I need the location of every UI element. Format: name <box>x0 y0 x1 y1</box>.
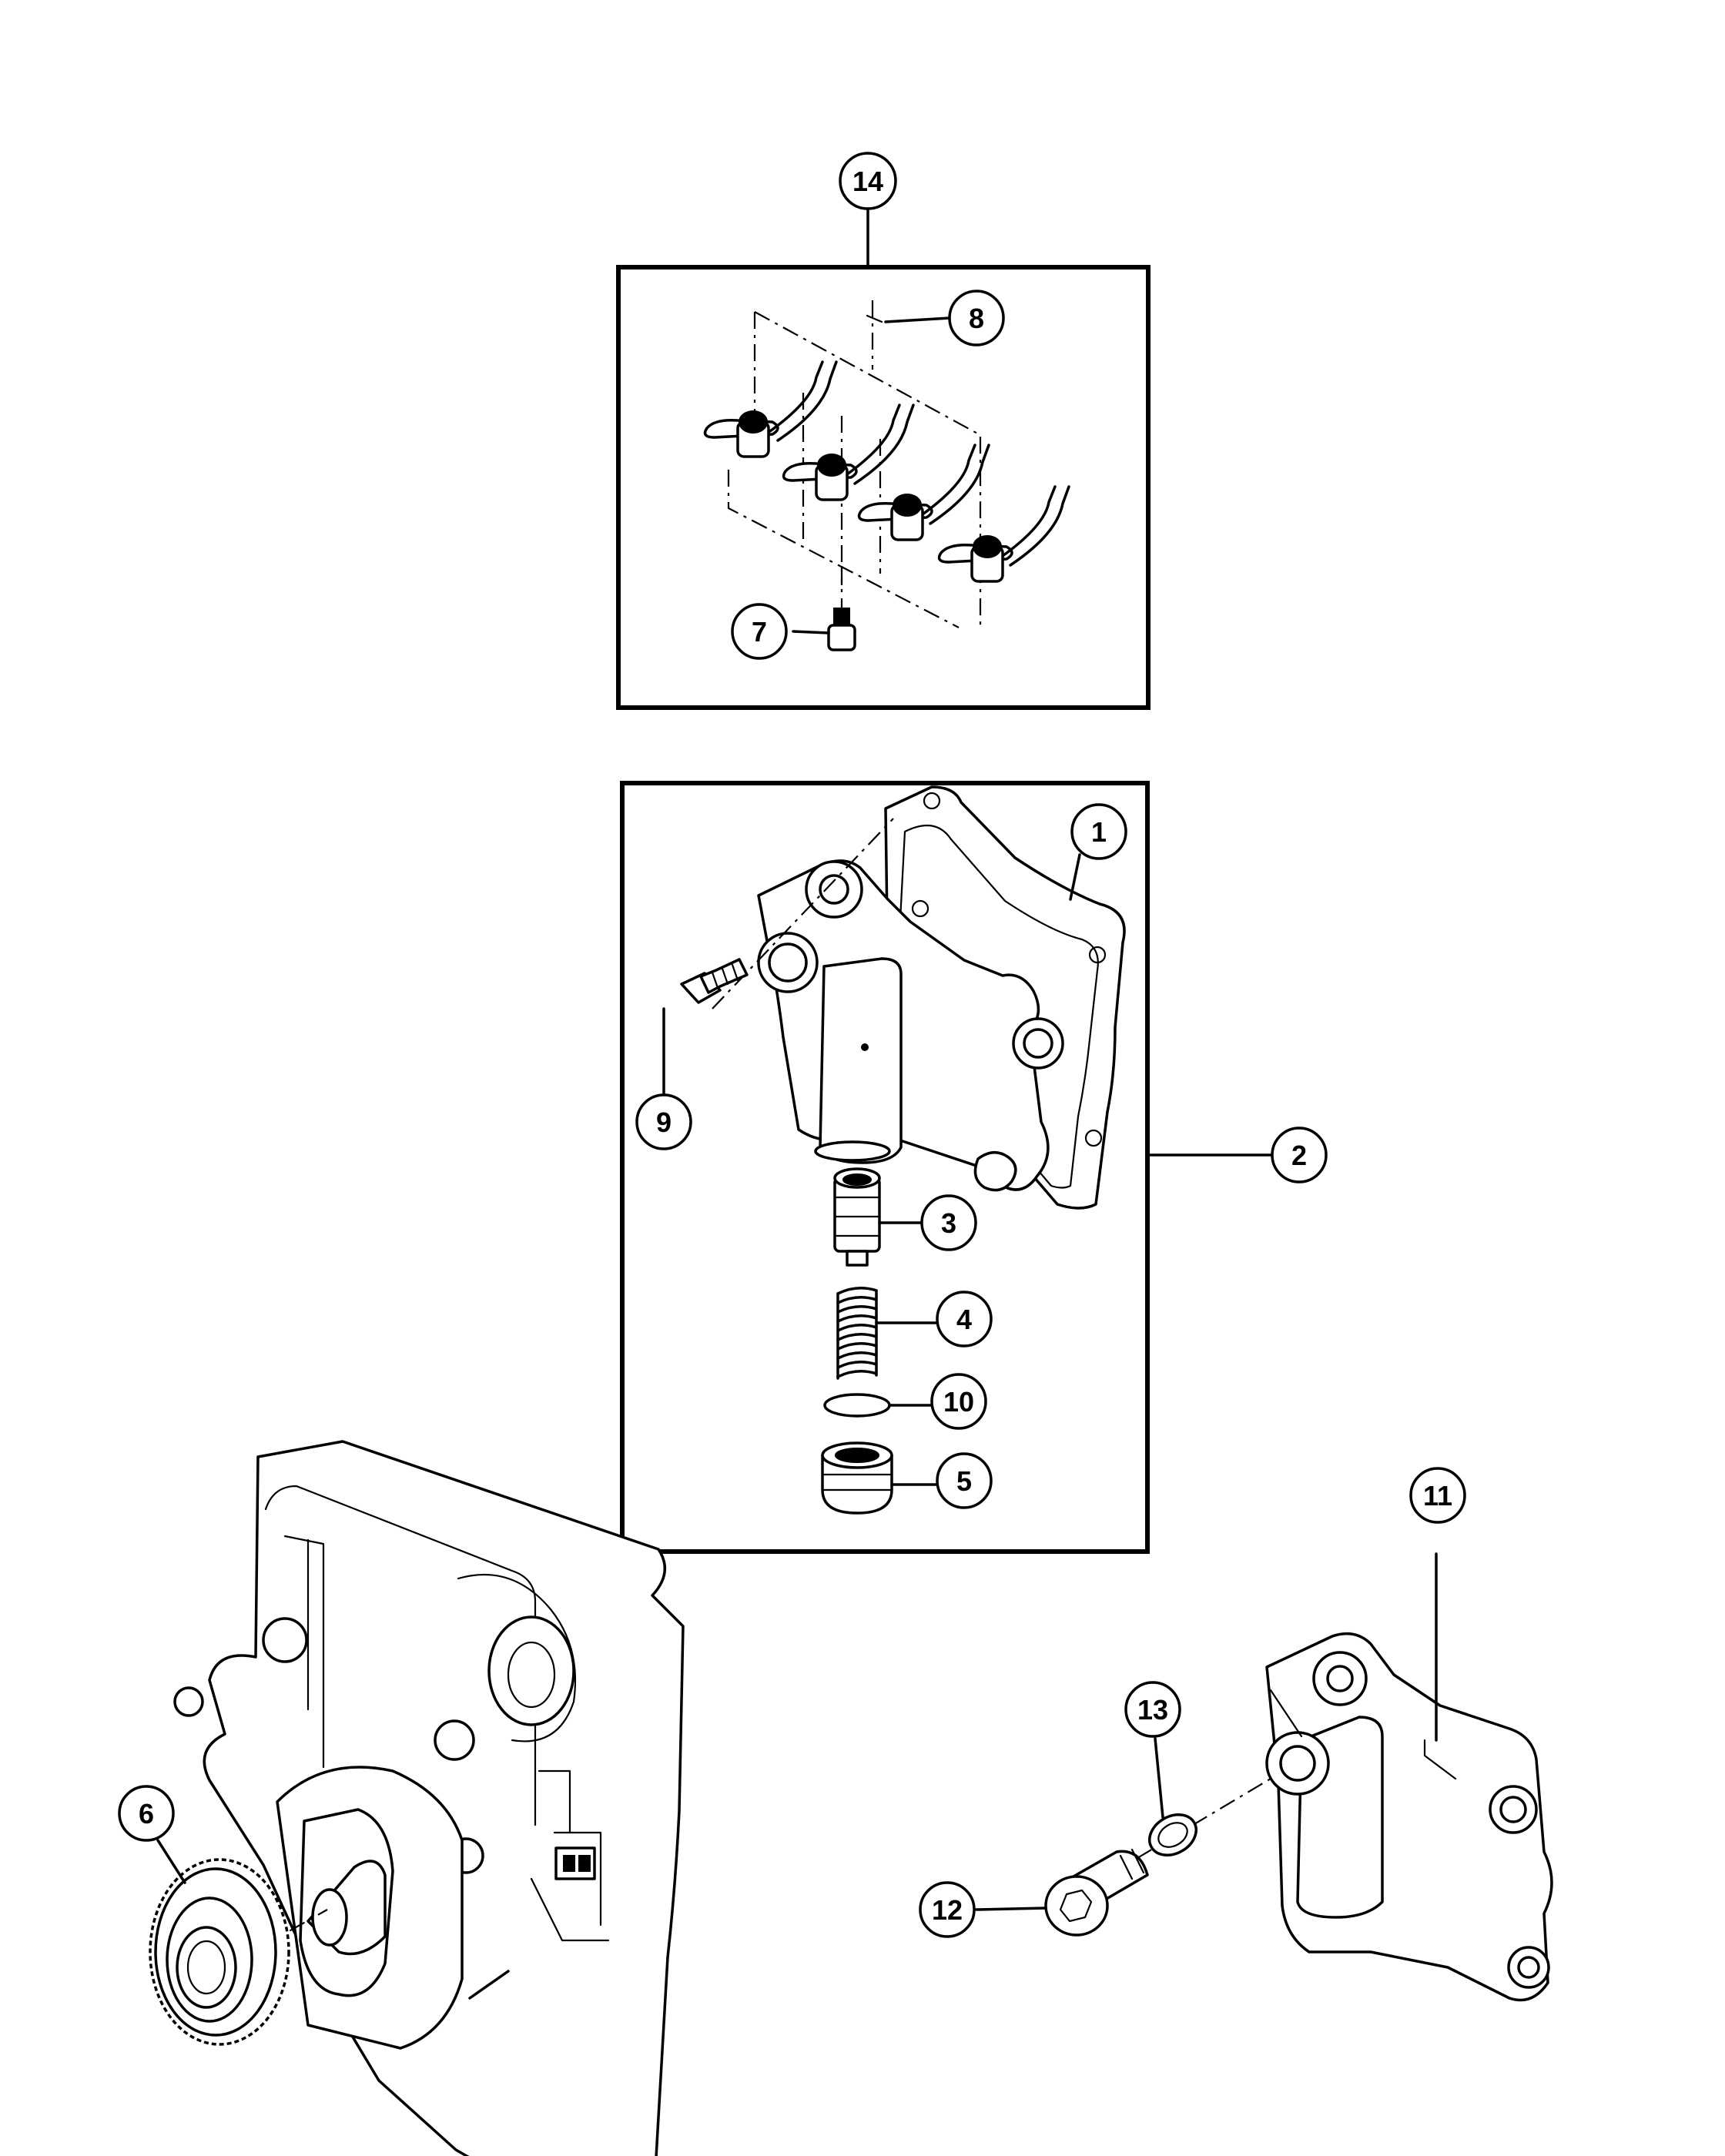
callout-13: 13 <box>1124 1681 1181 1738</box>
engine-timing-case <box>173 1440 685 2156</box>
callout-13-label: 13 <box>1137 1694 1168 1726</box>
callout-10: 10 <box>930 1373 987 1430</box>
callout-14-label: 14 <box>852 166 883 197</box>
group-2-valve-housing <box>620 781 1274 1554</box>
callout-6: 6 <box>118 1785 175 1842</box>
callout-9: 9 <box>635 1093 692 1150</box>
group-14-frame <box>616 265 1151 710</box>
oil-jet-1 <box>703 360 838 458</box>
part-13-washer <box>1148 1813 1197 1856</box>
oil-jet-2 <box>782 403 915 501</box>
part-11-housing <box>1265 1632 1553 2002</box>
callout-8: 8 <box>948 290 1005 346</box>
callout-2-label: 2 <box>1291 1140 1307 1171</box>
callout-12-label: 12 <box>932 1894 963 1926</box>
callout-3-label: 3 <box>941 1207 956 1239</box>
callout-12: 12 <box>919 1881 976 1938</box>
group-2-frame <box>620 781 1150 1554</box>
callout-8-label: 8 <box>969 303 984 334</box>
callout-1: 1 <box>1070 803 1127 860</box>
callout-4-label: 4 <box>956 1304 972 1335</box>
callout-2: 2 <box>1271 1127 1328 1183</box>
callout-5: 5 <box>936 1452 993 1509</box>
callout-5-label: 5 <box>956 1465 972 1497</box>
callout-4: 4 <box>936 1291 993 1348</box>
part-10-o-ring <box>823 1393 891 1418</box>
callout-11-label: 11 <box>1423 1480 1452 1512</box>
oil-jet-4 <box>937 485 1070 583</box>
callout-1-label: 1 <box>1091 816 1107 848</box>
callout-6-label: 6 <box>139 1798 154 1830</box>
part-9-bolt <box>680 958 749 1004</box>
callouts: 14 8 7 1 9 2 3 4 <box>118 152 1466 1938</box>
callout-7-label: 7 <box>752 616 767 648</box>
part-8-pin <box>866 314 883 323</box>
part-7-bolt <box>827 608 856 651</box>
part-4-spring <box>836 1287 878 1380</box>
callout-14: 14 <box>839 152 897 210</box>
callout-7: 7 <box>731 603 788 660</box>
part-6-gear <box>149 1858 290 2046</box>
part-5-plug <box>821 1441 893 1515</box>
callout-3: 3 <box>920 1194 977 1251</box>
callout-11: 11 <box>1409 1467 1466 1524</box>
callout-9-label: 9 <box>656 1106 672 1138</box>
callout-10-label: 10 <box>943 1386 974 1418</box>
oil-jet-3 <box>857 444 990 541</box>
part-3-piston <box>833 1167 881 1267</box>
part-12-plug <box>1044 1848 1149 1937</box>
group-14-oil-jets <box>616 206 1151 710</box>
